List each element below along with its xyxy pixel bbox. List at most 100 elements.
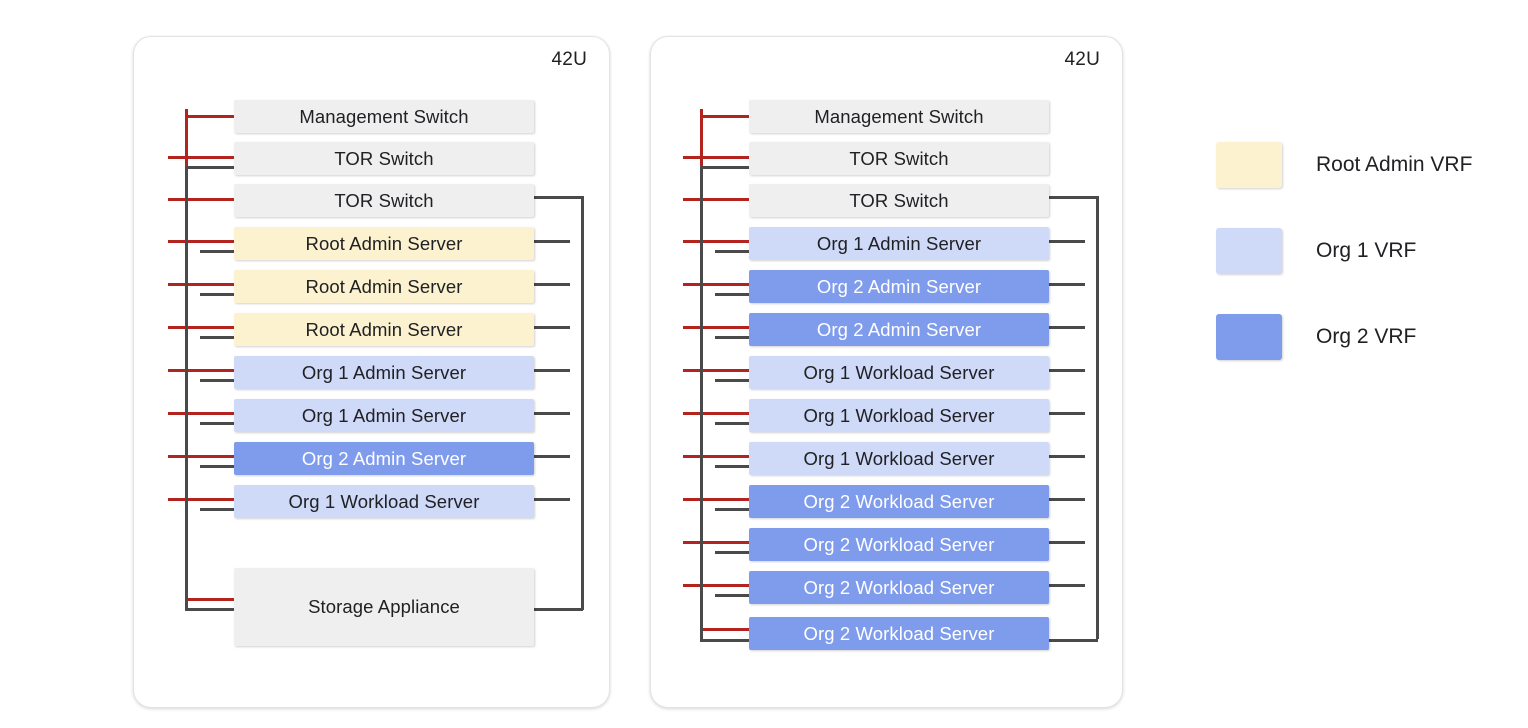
data-stub-left-7 <box>534 412 570 415</box>
legend-label-org1-vrf: Org 1 VRF <box>1316 239 1417 262</box>
legend-row-root-admin-vrf: Root Admin VRF <box>1216 142 1506 188</box>
device-right-0[interactable]: Management Switch <box>749 100 1049 133</box>
legend-label-root-admin-vrf: Root Admin VRF <box>1316 153 1473 176</box>
device-left-3[interactable]: Root Admin Server <box>234 227 534 260</box>
mgmt-cable-left-5 <box>168 326 236 329</box>
mgmt-cable-left-0 <box>185 115 236 118</box>
rack-right-capacity-label: 42U <box>1064 49 1100 70</box>
mgmt-cable-right-12 <box>700 628 751 631</box>
data-bus-left-outer <box>581 196 584 610</box>
mgmt-cable-left-storage <box>185 598 236 601</box>
legend: Root Admin VRF Org 1 VRF Org 2 VRF <box>1216 142 1506 400</box>
data-cable-right-last-out <box>1049 639 1098 642</box>
device-right-1[interactable]: TOR Switch <box>749 142 1049 175</box>
data-stub-left-3 <box>534 240 570 243</box>
device-right-12[interactable]: Org 2 Workload Server <box>749 617 1049 650</box>
mgmt-cable-right-6 <box>683 369 751 372</box>
device-left-10[interactable]: Storage Appliance <box>234 568 534 646</box>
data-cable-left-7 <box>200 422 236 425</box>
device-left-6[interactable]: Org 1 Admin Server <box>234 356 534 389</box>
device-right-6[interactable]: Org 1 Workload Server <box>749 356 1049 389</box>
data-stub-left-5 <box>534 326 570 329</box>
rack-left-capacity-label: 42U <box>551 49 587 70</box>
mgmt-cable-right-9 <box>683 498 751 501</box>
device-left-8[interactable]: Org 2 Admin Server <box>234 442 534 475</box>
data-stub-right-11 <box>1049 584 1085 587</box>
mgmt-cable-right-5 <box>683 326 751 329</box>
legend-row-org2-vrf: Org 2 VRF <box>1216 314 1506 360</box>
data-cable-left-6 <box>200 379 236 382</box>
data-cable-right-12 <box>700 639 751 642</box>
data-stub-right-3 <box>1049 240 1085 243</box>
mgmt-cable-right-4 <box>683 283 751 286</box>
device-left-2[interactable]: TOR Switch <box>234 184 534 217</box>
device-right-2[interactable]: TOR Switch <box>749 184 1049 217</box>
data-cable-right-9 <box>715 508 751 511</box>
mgmt-cable-right-2 <box>683 198 751 201</box>
data-bus-right-outer <box>1096 196 1099 639</box>
device-right-4[interactable]: Org 2 Admin Server <box>749 270 1049 303</box>
device-left-0[interactable]: Management Switch <box>234 100 534 133</box>
org1-vrf-swatch <box>1216 228 1282 274</box>
mgmt-cable-right-0 <box>700 115 751 118</box>
data-stub-left-4 <box>534 283 570 286</box>
data-cable-right-7 <box>715 422 751 425</box>
org2-vrf-swatch <box>1216 314 1282 360</box>
data-stub-left-9 <box>534 498 570 501</box>
data-stub-right-9 <box>1049 498 1085 501</box>
data-cable-left-3 <box>200 250 236 253</box>
device-left-1[interactable]: TOR Switch <box>234 142 534 175</box>
data-cable-right-8 <box>715 465 751 468</box>
mgmt-cable-right-8 <box>683 455 751 458</box>
data-bus-right-inner <box>700 166 703 642</box>
data-bus-left-inner <box>185 166 188 610</box>
device-right-9[interactable]: Org 2 Workload Server <box>749 485 1049 518</box>
mgmt-cable-left-6 <box>168 369 236 372</box>
data-stub-right-5 <box>1049 326 1085 329</box>
data-cable-right-10 <box>715 551 751 554</box>
device-right-7[interactable]: Org 1 Workload Server <box>749 399 1049 432</box>
data-cable-right-tor-out <box>1049 196 1098 199</box>
data-cable-left-tor-out <box>534 196 583 199</box>
mgmt-cable-right-1 <box>683 156 751 159</box>
data-cable-right-4 <box>715 293 751 296</box>
mgmt-cable-left-1 <box>168 156 236 159</box>
data-stub-right-7 <box>1049 412 1085 415</box>
mgmt-cable-left-7 <box>168 412 236 415</box>
data-cable-right-11 <box>715 594 751 597</box>
device-left-5[interactable]: Root Admin Server <box>234 313 534 346</box>
data-cable-right-5 <box>715 336 751 339</box>
mgmt-cable-right-11 <box>683 584 751 587</box>
data-cable-right-6 <box>715 379 751 382</box>
device-left-7[interactable]: Org 1 Admin Server <box>234 399 534 432</box>
device-right-8[interactable]: Org 1 Workload Server <box>749 442 1049 475</box>
mgmt-cable-left-2 <box>168 198 236 201</box>
mgmt-cable-left-4 <box>168 283 236 286</box>
data-cable-left-9 <box>200 508 236 511</box>
mgmt-cable-right-7 <box>683 412 751 415</box>
data-stub-right-8 <box>1049 455 1085 458</box>
data-cable-right-3 <box>715 250 751 253</box>
device-right-5[interactable]: Org 2 Admin Server <box>749 313 1049 346</box>
data-cable-left-4 <box>200 293 236 296</box>
mgmt-cable-right-10 <box>683 541 751 544</box>
device-left-9[interactable]: Org 1 Workload Server <box>234 485 534 518</box>
device-right-10[interactable]: Org 2 Workload Server <box>749 528 1049 561</box>
mgmt-cable-left-8 <box>168 455 236 458</box>
data-stub-right-10 <box>1049 541 1085 544</box>
data-stub-left-6 <box>534 369 570 372</box>
mgmt-cable-left-3 <box>168 240 236 243</box>
mgmt-cable-right-3 <box>683 240 751 243</box>
data-stub-left-8 <box>534 455 570 458</box>
legend-row-org1-vrf: Org 1 VRF <box>1216 228 1506 274</box>
root-admin-vrf-swatch <box>1216 142 1282 188</box>
device-right-3[interactable]: Org 1 Admin Server <box>749 227 1049 260</box>
mgmt-cable-left-9 <box>168 498 236 501</box>
data-cable-right-1 <box>700 166 751 169</box>
data-cable-left-8 <box>200 465 236 468</box>
data-stub-right-6 <box>1049 369 1085 372</box>
data-cable-left-storage-out <box>534 608 583 611</box>
device-right-11[interactable]: Org 2 Workload Server <box>749 571 1049 604</box>
device-left-4[interactable]: Root Admin Server <box>234 270 534 303</box>
